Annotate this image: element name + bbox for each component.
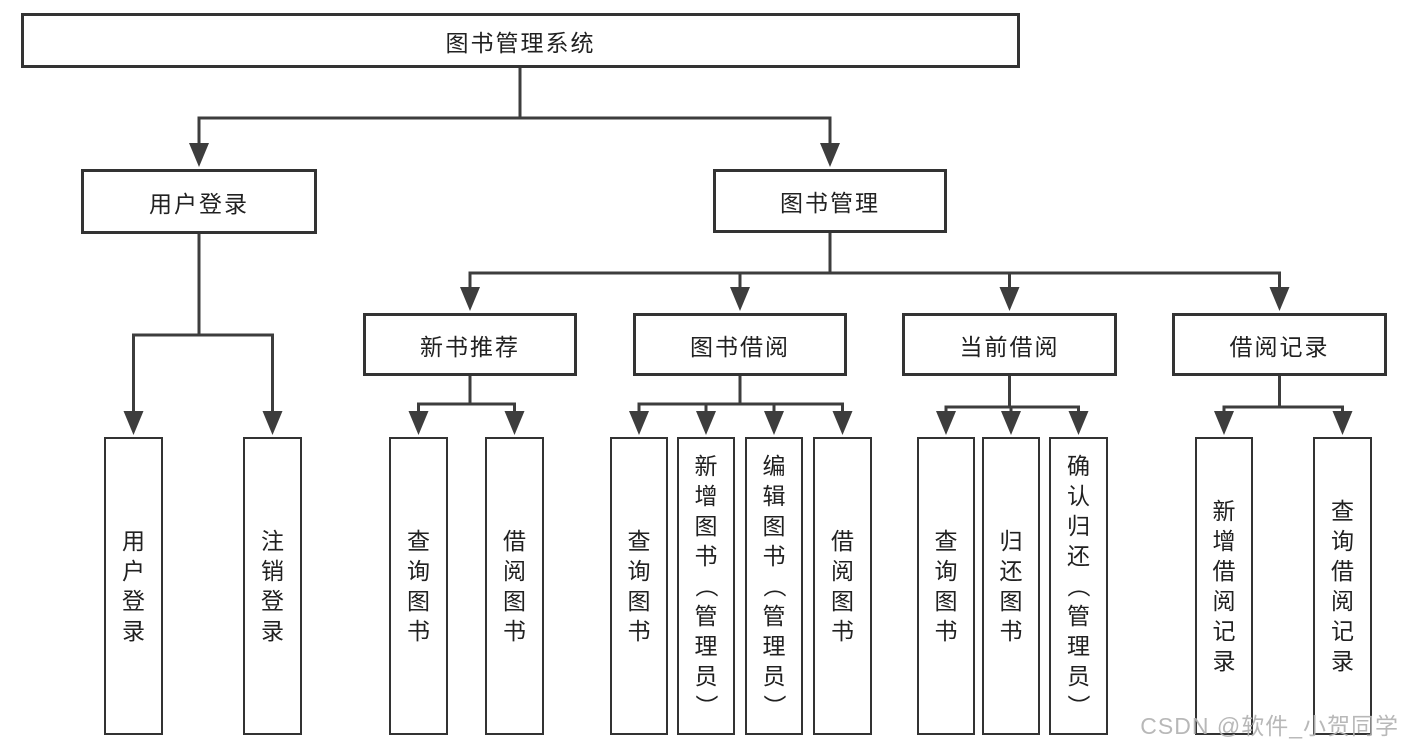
leaf-borrow-add-books-admin: 新增图书（管理员）: [677, 437, 735, 735]
leaf-recommend-borrow-books: 借阅图书: [485, 437, 544, 735]
node-user-login: 用户登录: [81, 169, 317, 234]
leaf-recommend-query-books-label: 查询图书: [407, 528, 430, 644]
leaf-current-confirm-return-admin-label: 确认归还（管理员）: [1065, 453, 1092, 718]
leaf-records-query-record-label: 查询借阅记录: [1331, 498, 1354, 674]
leaf-borrow-edit-books-admin: 编辑图书（管理员）: [745, 437, 803, 735]
leaf-borrow-query-books: 查询图书: [610, 437, 668, 735]
leaf-borrow-borrow-books-label: 借阅图书: [831, 528, 854, 644]
leaf-current-query-books: 查询图书: [917, 437, 975, 735]
leaf-borrow-add-books-admin-label: 新增图书（管理员）: [693, 453, 719, 718]
node-library-system-label: 图书管理系统: [445, 29, 596, 56]
node-library-system: 图书管理系统: [21, 13, 1020, 68]
csdn-watermark: CSDN @软件_小贺同学: [1140, 713, 1399, 739]
leaf-logout: 注销登录: [243, 437, 302, 735]
node-borrow-records: 借阅记录: [1172, 313, 1387, 376]
leaf-borrow-edit-books-admin-label: 编辑图书（管理员）: [761, 453, 787, 718]
node-new-book-recommend: 新书推荐: [363, 313, 577, 376]
leaf-records-add-record-label: 新增借阅记录: [1212, 498, 1236, 674]
leaf-recommend-borrow-books-label: 借阅图书: [503, 528, 526, 644]
leaf-user-login-label: 用户登录: [122, 528, 145, 644]
leaf-user-login: 用户登录: [104, 437, 163, 735]
leaf-recommend-query-books: 查询图书: [389, 437, 448, 735]
node-new-book-recommend-label: 新书推荐: [420, 333, 520, 360]
leaf-current-confirm-return-admin: 确认归还（管理员）: [1049, 437, 1108, 735]
arrowheads: [123, 143, 1353, 435]
leaf-current-query-books-label: 查询图书: [934, 528, 958, 644]
node-book-borrow-label: 图书借阅: [690, 333, 790, 360]
leaf-records-query-record: 查询借阅记录: [1313, 437, 1372, 735]
node-book-management: 图书管理: [713, 169, 947, 233]
node-book-borrow: 图书借阅: [633, 313, 847, 376]
leaf-current-return-books: 归还图书: [982, 437, 1040, 735]
node-book-management-label: 图书管理: [780, 190, 880, 216]
node-borrow-records-label: 借阅记录: [1229, 333, 1330, 360]
leaf-logout-label: 注销登录: [261, 528, 284, 644]
node-user-login-label: 用户登录: [149, 190, 249, 217]
leaf-borrow-query-books-label: 查询图书: [627, 528, 651, 644]
leaf-borrow-borrow-books: 借阅图书: [813, 437, 872, 735]
node-current-borrow: 当前借阅: [902, 313, 1117, 376]
leaf-records-add-record: 新增借阅记录: [1195, 437, 1253, 735]
leaf-current-return-books-label: 归还图书: [999, 528, 1023, 644]
node-current-borrow-label: 当前借阅: [959, 333, 1060, 360]
